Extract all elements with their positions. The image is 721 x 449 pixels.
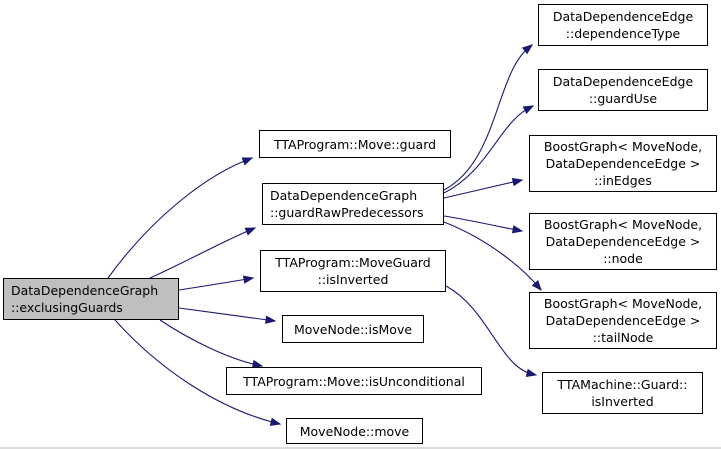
edge-guard-raw-predecessors-to-node xyxy=(443,215,523,232)
edge-root-to-guard-raw-predecessors xyxy=(149,227,256,279)
node-line: TTAProgram::Move::guard xyxy=(273,136,437,152)
node-line: DataDependenceGraph xyxy=(270,188,418,203)
node-line: TTAProgram::MoveGuard xyxy=(275,255,431,270)
edges-layer xyxy=(107,44,542,426)
node-line: DataDependenceEdge xyxy=(552,74,694,89)
arrowhead-in-edges xyxy=(511,177,524,187)
edge-root-to-movenode-move xyxy=(114,319,281,425)
edge-guard-raw-predecessors-to-dependence-type xyxy=(443,44,533,191)
node-line: ::dependenceType xyxy=(565,26,681,41)
arrowhead-movenode-is-move xyxy=(265,315,277,324)
arrowhead-node xyxy=(511,225,524,234)
node-guard-use[interactable]: DataDependenceEdge ::guardUse xyxy=(538,69,708,111)
node-guard-is-inverted[interactable]: TTAMachine::Guard:: isInverted xyxy=(542,372,703,414)
node-line: DataDependenceEdge xyxy=(552,9,694,24)
node-line: TTAMachine::Guard:: xyxy=(557,377,688,392)
node-move-guard[interactable]: TTAProgram::Move::guard xyxy=(259,130,451,158)
node-line: ::guardRawPredecessors xyxy=(270,205,424,220)
node-move-is-unconditional[interactable]: TTAProgram::Move::isUnconditional xyxy=(226,367,482,395)
node-line: ::exclusingGuards xyxy=(11,300,123,315)
node-moveguard-is-inverted[interactable]: TTAProgram::MoveGuard ::isInverted xyxy=(260,250,446,292)
node-line: ::node xyxy=(603,251,643,266)
node-guard-raw-predecessors[interactable]: DataDependenceGraph ::guardRawPredecesso… xyxy=(262,183,444,225)
node-line: DataDependenceEdge > xyxy=(545,234,701,249)
arrowhead-guard-is-inverted xyxy=(525,368,538,377)
node-line: DataDependenceEdge > xyxy=(545,156,701,171)
node-movenode-is-move[interactable]: MoveNode::isMove xyxy=(282,315,424,343)
node-in-edges[interactable]: BoostGraph< MoveNode, DataDependenceEdge… xyxy=(529,135,717,192)
node-line: MoveNode::isMove xyxy=(293,321,413,337)
node-line: DataDependenceEdge > xyxy=(545,313,701,328)
arrowhead-guard-raw-predecessors xyxy=(244,227,257,236)
node-line: BoostGraph< MoveNode, xyxy=(543,139,703,154)
node-line: DataDependenceGraph xyxy=(11,283,159,298)
node-line: TTAProgram::Move::isUnconditional xyxy=(243,373,465,389)
node-dependence-type[interactable]: DataDependenceEdge ::dependenceType xyxy=(538,4,708,46)
node-line: ::inEdges xyxy=(594,173,652,188)
edge-moveguard-is-inverted-to-guard-is-inverted xyxy=(445,285,537,376)
arrowhead-move-is-unconditional xyxy=(251,359,264,369)
node-line: BoostGraph< MoveNode, xyxy=(543,296,703,311)
node-line: ::isInverted xyxy=(317,272,389,287)
edge-guard-raw-predecessors-to-tail-node xyxy=(443,221,542,291)
arrowhead-tail-node xyxy=(531,280,542,292)
node-line: isInverted xyxy=(591,394,654,409)
arrowhead-move-guard xyxy=(241,157,254,166)
edge-root-to-moveguard-is-inverted xyxy=(178,277,254,291)
node-root: DataDependenceGraph ::exclusingGuards xyxy=(3,278,179,320)
node-movenode-move[interactable]: MoveNode::move xyxy=(286,418,423,444)
edge-root-to-movenode-is-move xyxy=(178,307,276,322)
arrowhead-movenode-move xyxy=(269,417,282,426)
node-line: MoveNode::move xyxy=(299,423,410,439)
arrowhead-guard-use xyxy=(522,105,535,115)
edge-root-to-move-is-unconditional xyxy=(159,319,263,367)
node-line: BoostGraph< MoveNode, xyxy=(543,217,703,232)
node-line: ::tailNode xyxy=(592,330,654,345)
node-line: ::guardUse xyxy=(588,91,658,106)
node-tail-node[interactable]: BoostGraph< MoveNode, DataDependenceEdge… xyxy=(529,292,717,349)
edge-guard-raw-predecessors-to-guard-use xyxy=(443,105,534,194)
node-node[interactable]: BoostGraph< MoveNode, DataDependenceEdge… xyxy=(529,213,717,270)
edge-root-to-move-guard xyxy=(107,157,253,279)
arrowhead-moveguard-is-inverted xyxy=(242,275,255,284)
bottom-scroll-rule xyxy=(0,447,721,449)
arrowhead-dependence-type xyxy=(521,44,534,55)
